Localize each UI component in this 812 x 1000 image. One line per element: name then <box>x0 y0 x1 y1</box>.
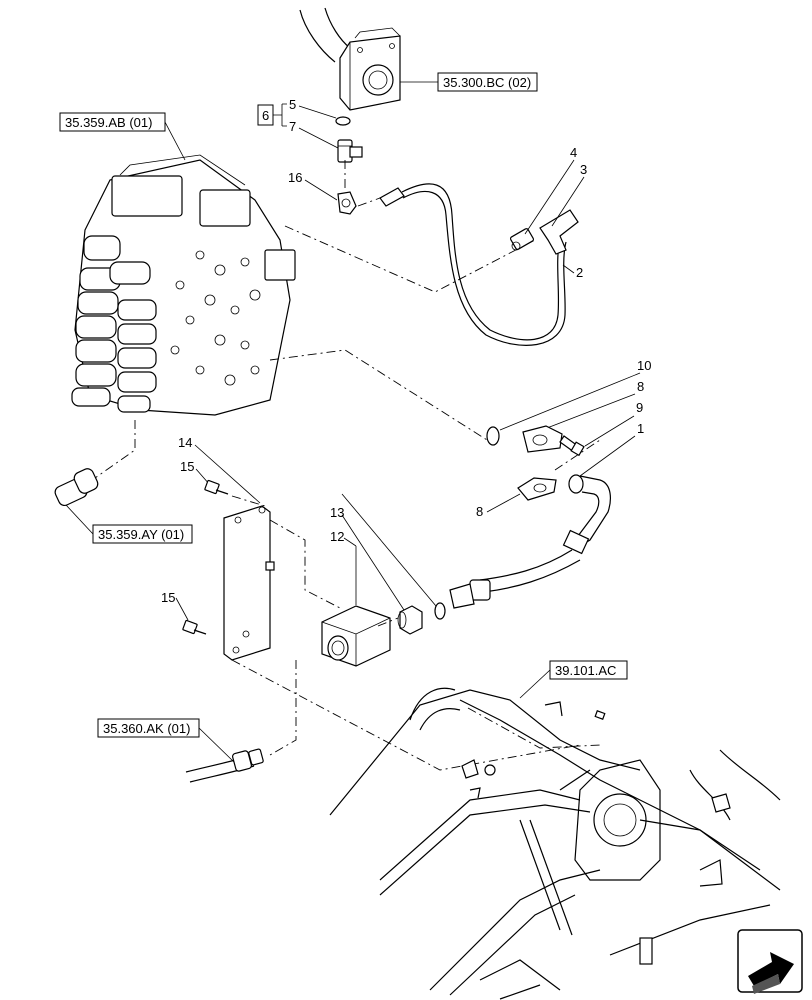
bolt-9 <box>559 435 585 457</box>
tee-fitting-7 <box>337 139 363 163</box>
svg-text:10: 10 <box>637 358 651 373</box>
callout-5[interactable]: 5 <box>289 97 337 119</box>
svg-text:15: 15 <box>180 459 194 474</box>
bolt-15-bottom <box>182 619 207 635</box>
next-page-button[interactable] <box>737 929 803 994</box>
svg-text:15: 15 <box>161 590 175 605</box>
svg-text:7: 7 <box>289 119 296 134</box>
flange-block <box>299 7 401 111</box>
svg-text:13: 13 <box>330 505 344 520</box>
fitting-4 <box>509 228 535 251</box>
svg-text:5: 5 <box>289 97 296 112</box>
port-holes <box>170 250 261 386</box>
callout-14[interactable]: 14 <box>178 435 261 504</box>
svg-text:6: 6 <box>262 108 269 123</box>
svg-text:4: 4 <box>570 145 577 160</box>
svg-text:8: 8 <box>476 504 483 519</box>
ref-35-360-ak[interactable]: 35.360.AK (01) <box>97 718 235 763</box>
ref-39-101-ac[interactable]: 39.101.AC <box>519 660 628 699</box>
ref-35-300-bc[interactable]: 35.300.BC (02) <box>400 72 538 92</box>
callout-4[interactable]: 4 <box>524 145 577 235</box>
svg-text:9: 9 <box>636 400 643 415</box>
callout-11[interactable] <box>341 493 437 607</box>
callout-15-top[interactable]: 15 <box>180 459 211 486</box>
ref-35-359-ab[interactable]: 35.359.AB (01) <box>59 112 186 161</box>
elbow-fitting-16 <box>337 191 357 215</box>
bolt-15-top <box>204 479 229 495</box>
callout-8-top[interactable]: 8 <box>546 379 644 429</box>
callout-15-bottom[interactable]: 15 <box>161 590 189 621</box>
control-valve <box>71 154 296 416</box>
svg-text:8: 8 <box>637 379 644 394</box>
o-ring-5 <box>335 116 351 126</box>
hose-assembly-2 <box>379 183 567 346</box>
boom-structure <box>329 687 781 1000</box>
callout-2[interactable]: 2 <box>562 264 583 280</box>
ref-35-359-ay[interactable]: 35.359.AY (01) <box>65 504 193 544</box>
svg-text:35.360.AK (01): 35.360.AK (01) <box>103 721 190 736</box>
callout-7[interactable]: 7 <box>289 119 339 149</box>
clamp-half-8-top <box>522 425 563 453</box>
kit-callout-6[interactable]: 6 <box>257 103 287 127</box>
callout-8-bottom[interactable]: 8 <box>476 493 521 519</box>
svg-text:35.359.AB (01): 35.359.AB (01) <box>65 115 152 130</box>
callout-12[interactable]: 12 <box>330 529 357 605</box>
pipe-1 <box>449 474 611 609</box>
elbow-3 <box>539 209 579 255</box>
callout-3[interactable]: 3 <box>551 162 587 227</box>
o-ring-10 <box>486 426 500 446</box>
bracket-14 <box>223 505 275 661</box>
callout-16[interactable]: 16 <box>288 170 338 201</box>
svg-text:1: 1 <box>637 421 644 436</box>
o-ring-11 <box>434 602 446 620</box>
clamp-half-8-bottom <box>517 477 557 501</box>
svg-text:39.101.AC: 39.101.AC <box>555 663 616 678</box>
svg-text:35.300.BC (02): 35.300.BC (02) <box>443 75 531 90</box>
solenoid-stack-right <box>117 299 157 413</box>
svg-text:2: 2 <box>576 265 583 280</box>
callout-10[interactable]: 10 <box>499 358 651 431</box>
svg-text:14: 14 <box>178 435 192 450</box>
pipe-35-360-ak <box>185 748 264 783</box>
callout-13[interactable]: 13 <box>330 505 405 611</box>
next-page-arrow-icon <box>748 952 794 994</box>
pressure-sensor <box>54 468 99 507</box>
callout-1[interactable]: 1 <box>579 421 644 477</box>
svg-text:12: 12 <box>330 529 344 544</box>
svg-text:35.359.AY (01): 35.359.AY (01) <box>98 527 184 542</box>
callout-9[interactable]: 9 <box>584 400 643 447</box>
svg-text:3: 3 <box>580 162 587 177</box>
adapter-13 <box>397 605 423 635</box>
adapter-block-12 <box>321 605 391 667</box>
svg-text:16: 16 <box>288 170 302 185</box>
